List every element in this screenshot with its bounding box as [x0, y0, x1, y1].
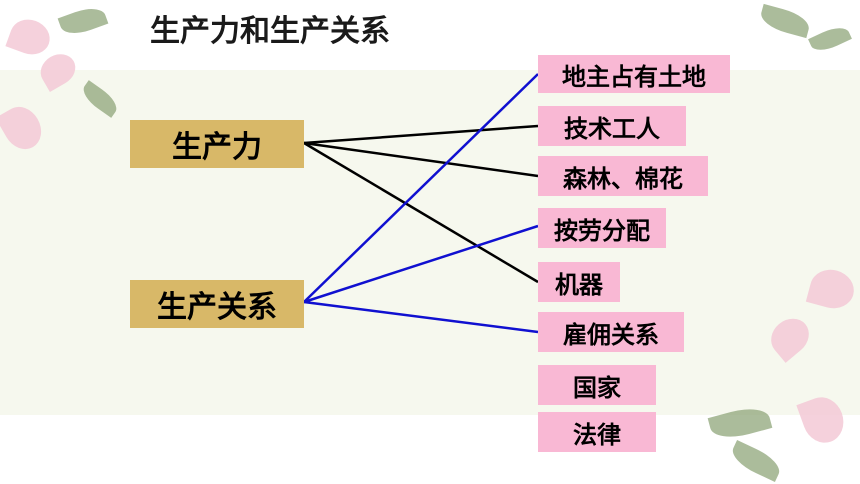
node-forest-cotton: 森林、棉花: [538, 156, 708, 196]
link-relations-landlord-land: [303, 73, 539, 303]
node-production-relations: 生产关系: [130, 280, 304, 328]
node-distribution-by-work: 按劳分配: [538, 208, 666, 248]
node-employment-relations: 雇佣关系: [538, 312, 684, 352]
page-title: 生产力和生产关系: [150, 14, 390, 49]
link-productivity-machines: [303, 141, 539, 284]
node-state: 国家: [538, 365, 656, 405]
link-productivity-skilled-workers: [303, 124, 539, 145]
node-label: 法律: [573, 420, 621, 449]
node-productivity-label: 生产力: [172, 130, 262, 165]
node-label: 机器: [555, 270, 603, 299]
node-label: 森林、棉花: [563, 164, 683, 193]
node-skilled-workers: 技术工人: [538, 106, 686, 146]
node-productivity: 生产力: [130, 120, 304, 168]
node-label: 技术工人: [564, 114, 660, 143]
node-label: 雇佣关系: [563, 320, 659, 349]
node-label: 地主占有土地: [562, 62, 706, 91]
node-production-relations-label: 生产关系: [157, 290, 277, 325]
link-relations-distribution: [303, 224, 539, 304]
relations-links: [303, 73, 539, 334]
link-relations-employment: [303, 300, 539, 334]
node-label: 按劳分配: [554, 216, 650, 245]
node-landlord-land: 地主占有土地: [538, 55, 730, 93]
node-law: 法律: [538, 412, 656, 452]
node-label: 国家: [573, 373, 621, 402]
link-productivity-forest-cotton: [303, 141, 539, 178]
productivity-links: [303, 124, 539, 284]
node-machines: 机器: [538, 262, 620, 302]
